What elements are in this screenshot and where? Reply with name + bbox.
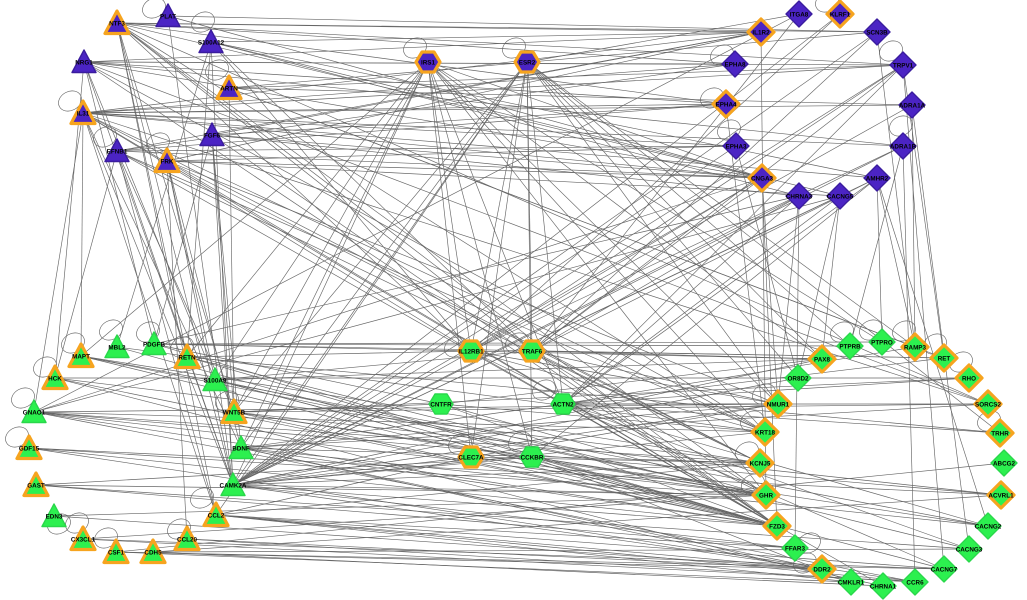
svg-text:CX3CL1: CX3CL1 xyxy=(71,537,96,544)
svg-text:PLAT: PLAT xyxy=(160,14,176,21)
svg-text:TRPV1: TRPV1 xyxy=(893,63,914,70)
svg-text:ESR2: ESR2 xyxy=(519,60,536,67)
svg-text:CCL20: CCL20 xyxy=(177,537,197,544)
svg-text:PDGFB: PDGFB xyxy=(143,342,165,349)
svg-text:RHO: RHO xyxy=(962,376,976,383)
svg-text:CCKBR: CCKBR xyxy=(521,455,544,462)
svg-text:BDNF: BDNF xyxy=(232,446,250,453)
svg-text:CCR6: CCR6 xyxy=(906,580,924,587)
svg-text:CAMK2A: CAMK2A xyxy=(220,483,247,490)
svg-text:EPHA3: EPHA3 xyxy=(726,144,747,151)
svg-text:CLEC7A: CLEC7A xyxy=(458,455,484,462)
svg-text:GNAO1: GNAO1 xyxy=(23,410,46,417)
svg-text:GAST: GAST xyxy=(27,483,45,490)
svg-text:AMHR2: AMHR2 xyxy=(866,176,889,183)
svg-text:OR8D2: OR8D2 xyxy=(788,376,809,383)
svg-text:FZD3: FZD3 xyxy=(769,524,785,531)
svg-text:ADRA1B: ADRA1B xyxy=(890,144,917,151)
svg-text:GHR: GHR xyxy=(759,493,773,500)
svg-text:MAPT: MAPT xyxy=(72,354,90,361)
svg-text:WNT5B: WNT5B xyxy=(223,410,246,417)
svg-text:FGF6: FGF6 xyxy=(204,133,221,140)
svg-text:KLRF1: KLRF1 xyxy=(830,12,851,19)
svg-text:NTF3: NTF3 xyxy=(109,21,125,28)
svg-text:HCK: HCK xyxy=(48,376,62,383)
svg-text:IL1R2: IL1R2 xyxy=(752,30,770,37)
svg-text:CNTFR: CNTFR xyxy=(430,402,452,409)
svg-text:NRG1: NRG1 xyxy=(75,60,93,67)
svg-text:CHRNA1: CHRNA1 xyxy=(870,584,897,591)
svg-text:TRHR: TRHR xyxy=(991,431,1009,438)
svg-text:S100A9: S100A9 xyxy=(204,378,227,385)
svg-text:FFAR3: FFAR3 xyxy=(785,546,805,553)
svg-text:CHRNA3: CHRNA3 xyxy=(786,194,813,201)
svg-text:ITGA8: ITGA8 xyxy=(790,12,809,19)
svg-text:SORCS2: SORCS2 xyxy=(975,402,1001,409)
svg-text:IL12RB1: IL12RB1 xyxy=(458,349,484,356)
svg-text:FRK: FRK xyxy=(161,159,174,166)
svg-text:CMKLR1: CMKLR1 xyxy=(838,580,865,587)
svg-text:SCN3B: SCN3B xyxy=(866,30,888,37)
svg-text:CACNG2: CACNG2 xyxy=(975,524,1002,531)
svg-text:PTPRO: PTPRO xyxy=(871,340,893,347)
svg-text:CACNG7: CACNG7 xyxy=(931,567,958,574)
svg-text:EPHA4: EPHA4 xyxy=(716,102,737,109)
svg-text:MBL2: MBL2 xyxy=(108,345,126,352)
svg-text:ADRA1A: ADRA1A xyxy=(899,103,926,110)
svg-text:PAX8: PAX8 xyxy=(814,357,830,364)
svg-text:S100A12: S100A12 xyxy=(198,40,225,47)
svg-text:TRAF6: TRAF6 xyxy=(522,349,543,356)
svg-text:EFNB1: EFNB1 xyxy=(107,149,128,156)
svg-text:IRS1: IRS1 xyxy=(421,60,435,67)
svg-text:CDH5: CDH5 xyxy=(144,550,162,557)
svg-text:IL31: IL31 xyxy=(77,111,90,118)
svg-text:RETN: RETN xyxy=(178,355,196,362)
svg-text:EPHA8: EPHA8 xyxy=(725,62,746,69)
svg-text:KRT18: KRT18 xyxy=(755,430,775,437)
svg-text:RAMP3: RAMP3 xyxy=(904,345,927,352)
svg-text:DDR2: DDR2 xyxy=(813,567,831,574)
svg-text:ACVRL1: ACVRL1 xyxy=(988,493,1014,500)
svg-text:ABCG2: ABCG2 xyxy=(993,461,1016,468)
svg-text:EDN3: EDN3 xyxy=(46,514,63,521)
svg-text:PTPRB: PTPRB xyxy=(839,344,861,351)
svg-text:CSF1: CSF1 xyxy=(108,550,125,557)
svg-text:ARTN: ARTN xyxy=(220,86,238,93)
svg-text:CCL2: CCL2 xyxy=(208,513,225,520)
svg-text:RET: RET xyxy=(938,356,951,363)
svg-text:CACNG5: CACNG5 xyxy=(827,194,854,201)
svg-text:KCNJ5: KCNJ5 xyxy=(750,461,771,468)
svg-text:NMUR1: NMUR1 xyxy=(767,402,790,409)
svg-text:CNGA3: CNGA3 xyxy=(751,176,774,183)
svg-text:ACTN2: ACTN2 xyxy=(553,402,574,409)
svg-text:GDF15: GDF15 xyxy=(19,446,40,453)
svg-text:CACNG3: CACNG3 xyxy=(956,547,983,554)
